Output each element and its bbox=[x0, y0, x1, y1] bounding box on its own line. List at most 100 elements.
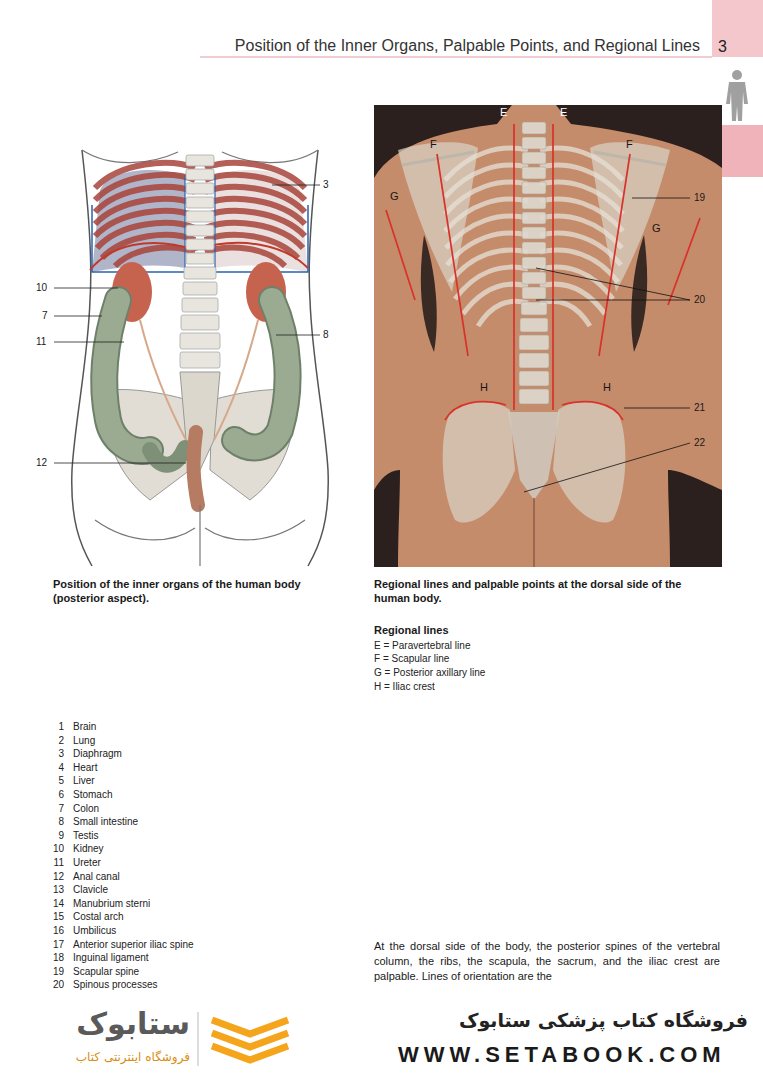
logo-text: فروشگاه اینترنتی کتاب bbox=[76, 1050, 190, 1064]
back-photo bbox=[519, 389, 549, 404]
organ-illustration bbox=[186, 211, 214, 222]
callout-number: 21 bbox=[694, 402, 705, 414]
back-photo bbox=[519, 371, 549, 386]
organ-illustration bbox=[181, 315, 219, 330]
list-term: Brain bbox=[73, 721, 96, 733]
organ-illustration bbox=[186, 169, 214, 180]
list-number: 10 bbox=[53, 843, 64, 855]
list-term: Umbilicus bbox=[73, 925, 116, 937]
callout-number: 20 bbox=[694, 294, 705, 306]
list-number: 15 bbox=[53, 911, 64, 923]
regional-line bbox=[562, 402, 623, 420]
watermark-logo bbox=[212, 1020, 288, 1060]
human-icon bbox=[726, 82, 748, 121]
back-photo bbox=[522, 272, 546, 284]
figure-caption: Position of the inner organs of the huma… bbox=[53, 577, 338, 605]
organ-illustration bbox=[194, 432, 198, 505]
organ-illustration bbox=[180, 352, 220, 368]
regional-line bbox=[386, 124, 700, 420]
organ-illustration bbox=[186, 225, 214, 236]
back-photo bbox=[519, 353, 549, 368]
back-photo bbox=[443, 401, 515, 522]
leader-line bbox=[536, 300, 690, 301]
legend-line: E = Paravertebral line bbox=[374, 640, 470, 652]
list-number: 16 bbox=[53, 925, 64, 937]
organ-illustration bbox=[185, 175, 215, 272]
list-number: 2 bbox=[58, 735, 64, 747]
list-number: 3 bbox=[58, 748, 64, 760]
leader-line bbox=[54, 288, 118, 289]
figure-caption: Regional lines and palpable points at th… bbox=[374, 577, 720, 605]
line-letter: H bbox=[480, 381, 488, 394]
back-photo bbox=[374, 105, 722, 567]
line-letter: F bbox=[626, 138, 633, 151]
list-number: 7 bbox=[58, 803, 64, 815]
organ-illustration bbox=[235, 300, 288, 447]
human-icon bbox=[726, 70, 748, 121]
watermark-text: WWW.SETABOOK.COM bbox=[398, 1042, 726, 1068]
regional-line bbox=[599, 154, 630, 356]
regional-line bbox=[437, 154, 468, 356]
list-term: Anterior superior iliac spine bbox=[73, 939, 194, 951]
organ-illustration bbox=[184, 267, 216, 279]
back-photo bbox=[522, 197, 546, 209]
leader-line bbox=[536, 268, 690, 300]
list-number: 12 bbox=[53, 871, 64, 883]
legend-line: F = Scapular line bbox=[374, 653, 449, 665]
list-term: Manubrium sterni bbox=[73, 898, 150, 910]
regional-line bbox=[513, 124, 515, 410]
back-photo bbox=[522, 287, 546, 299]
watermark-logo bbox=[212, 1033, 288, 1047]
organ-illustration bbox=[72, 150, 92, 566]
page-number: 3 bbox=[718, 37, 727, 56]
list-term: Lung bbox=[73, 735, 95, 747]
back-photo bbox=[445, 148, 623, 326]
body-text: At the dorsal side of the body, the post… bbox=[374, 939, 720, 984]
list-term: Diaphragm bbox=[73, 748, 122, 760]
callout-number: 10 bbox=[36, 282, 47, 294]
back-photo bbox=[402, 152, 666, 165]
back-photo bbox=[533, 498, 535, 567]
line-letter: G bbox=[652, 222, 661, 235]
back-photo bbox=[522, 227, 546, 239]
back-photo bbox=[522, 152, 546, 164]
watermark-text: فروشگاه کتاب پزشکی ستابوک bbox=[459, 1009, 748, 1032]
list-number: 5 bbox=[58, 775, 64, 787]
leader-line bbox=[54, 342, 124, 343]
human-icon bbox=[732, 70, 742, 80]
list-number: 6 bbox=[58, 789, 64, 801]
organ-illustration bbox=[182, 298, 218, 312]
leader-line bbox=[524, 443, 690, 492]
section-heading: Regional lines bbox=[374, 624, 449, 637]
callout-number: 19 bbox=[694, 192, 705, 204]
page-title: Position of the Inner Organs, Palpable P… bbox=[235, 36, 700, 55]
back-photo bbox=[522, 182, 546, 194]
list-number: 18 bbox=[53, 952, 64, 964]
list-number: 14 bbox=[53, 898, 64, 910]
callout-number: 8 bbox=[323, 329, 329, 341]
organ-illustration bbox=[186, 253, 214, 264]
logo-text: ستابوک bbox=[76, 1006, 190, 1042]
watermark-logo bbox=[198, 1012, 199, 1066]
regional-line bbox=[386, 210, 415, 300]
organ-illustration bbox=[180, 333, 220, 349]
organ-illustration bbox=[95, 163, 305, 266]
leader-line bbox=[276, 335, 320, 336]
back-photo bbox=[553, 401, 625, 522]
list-number: 4 bbox=[58, 762, 64, 774]
list-number: 8 bbox=[58, 816, 64, 828]
organ-illustration bbox=[235, 300, 288, 447]
list-term: Costal arch bbox=[73, 911, 124, 923]
back-photo bbox=[522, 257, 546, 269]
organ-illustration bbox=[150, 448, 185, 465]
organ-illustration bbox=[186, 155, 214, 166]
callout-number: 11 bbox=[36, 336, 46, 348]
regional-line bbox=[668, 218, 700, 305]
list-term: Small intestine bbox=[73, 816, 138, 828]
list-number: 19 bbox=[53, 966, 64, 978]
regional-line bbox=[552, 124, 554, 410]
leader-line bbox=[632, 198, 690, 199]
back-photo bbox=[522, 212, 546, 224]
organ-illustration bbox=[205, 248, 285, 266]
organ-illustration bbox=[92, 205, 308, 272]
